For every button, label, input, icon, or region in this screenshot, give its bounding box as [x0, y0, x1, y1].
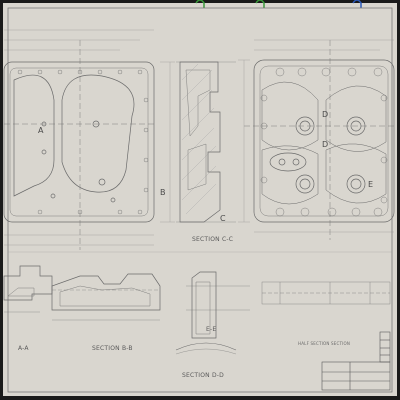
cutting-plane-label-b: B	[160, 188, 166, 197]
section-bb-title: SECTION B-B	[92, 345, 133, 352]
drawing-sheet	[3, 3, 397, 396]
half-section-title: HALF SECTION SECTION	[298, 341, 351, 346]
section-cc-title: SECTION C-C	[192, 236, 234, 243]
section-dd-view	[175, 342, 237, 355]
title-block	[321, 331, 391, 391]
sheet-border	[7, 7, 393, 393]
plan-view-right	[244, 40, 395, 240]
half-section-view	[261, 281, 391, 305]
cutting-plane-label-a-upper: A	[38, 126, 44, 135]
cutting-plane-label-d1: D	[322, 110, 329, 119]
cutting-plane-label-c: C	[220, 214, 226, 223]
section-ee-title: E-E	[206, 326, 217, 333]
section-aa-title: A-A	[18, 345, 29, 352]
plan-view-left-dimensions	[4, 29, 175, 246]
section-ee-view	[186, 271, 250, 339]
cutting-plane-label-d2: D	[322, 140, 329, 149]
binder-clip-icon	[195, 0, 362, 8]
section-aa-view	[3, 265, 53, 313]
section-bb-view	[51, 273, 161, 321]
section-cc-view	[176, 61, 236, 223]
plan-view-left	[3, 40, 155, 250]
plan-view-right-dimensions	[238, 39, 394, 233]
cutting-plane-label-e: E	[368, 180, 374, 189]
section-dd-title: SECTION D-D	[182, 372, 224, 379]
